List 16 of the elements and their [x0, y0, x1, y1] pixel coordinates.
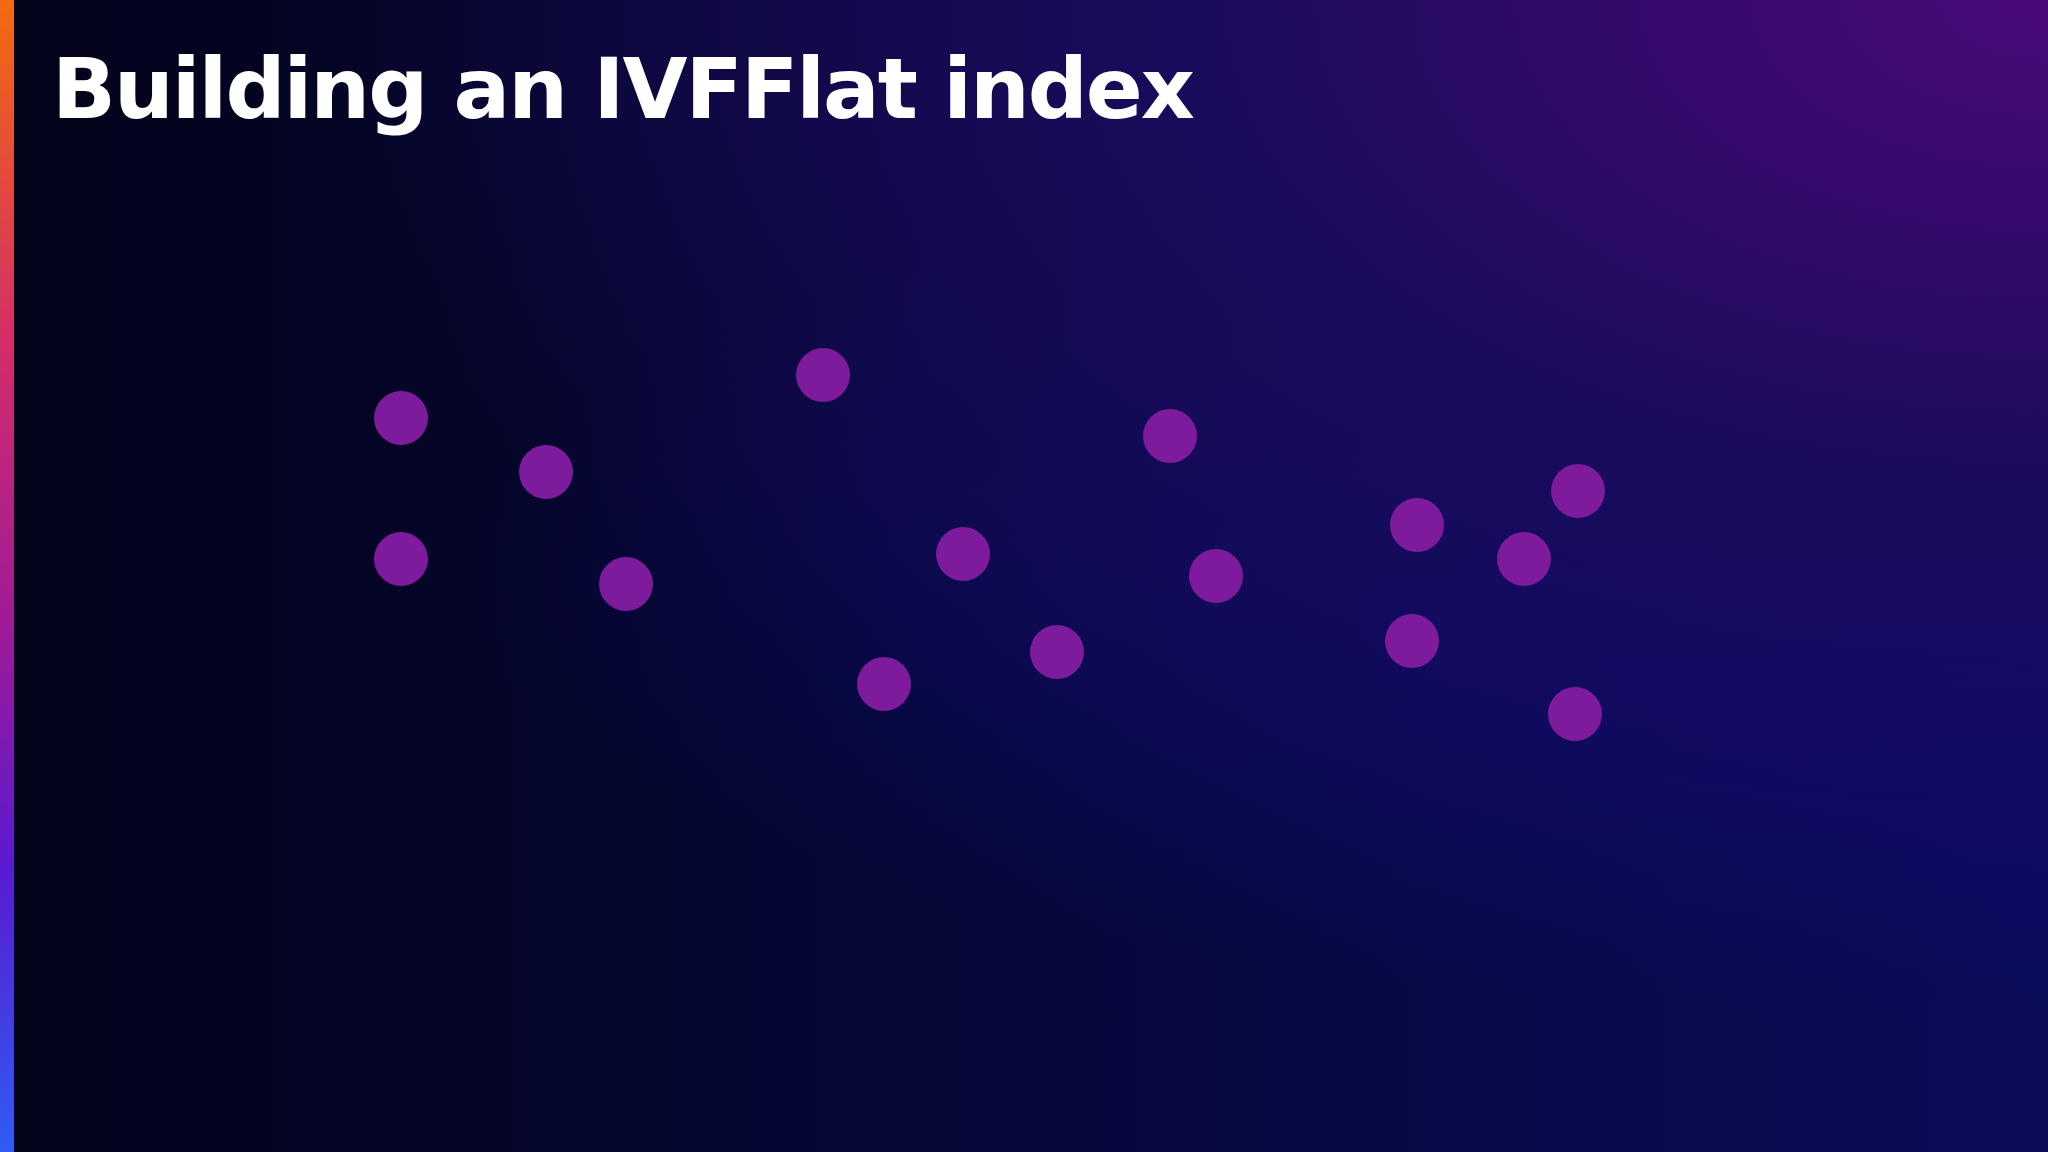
data-point-circle [1551, 464, 1605, 518]
data-point-circle [1548, 687, 1602, 741]
data-point-circle [1497, 532, 1551, 586]
data-point-circle [599, 557, 653, 611]
data-point-circle [796, 348, 850, 402]
data-point-circle [857, 657, 911, 711]
slide-title: Building an IVFFlat index [52, 40, 1193, 138]
data-point-circle [1143, 409, 1197, 463]
data-point-circle [519, 445, 573, 499]
data-point-circle [936, 527, 990, 581]
data-point-circle [1030, 625, 1084, 679]
data-point-circle [1189, 549, 1243, 603]
data-point-circle [374, 532, 428, 586]
data-point-circle [374, 391, 428, 445]
data-point-circle [1385, 614, 1439, 668]
data-point-circle [1390, 498, 1444, 552]
